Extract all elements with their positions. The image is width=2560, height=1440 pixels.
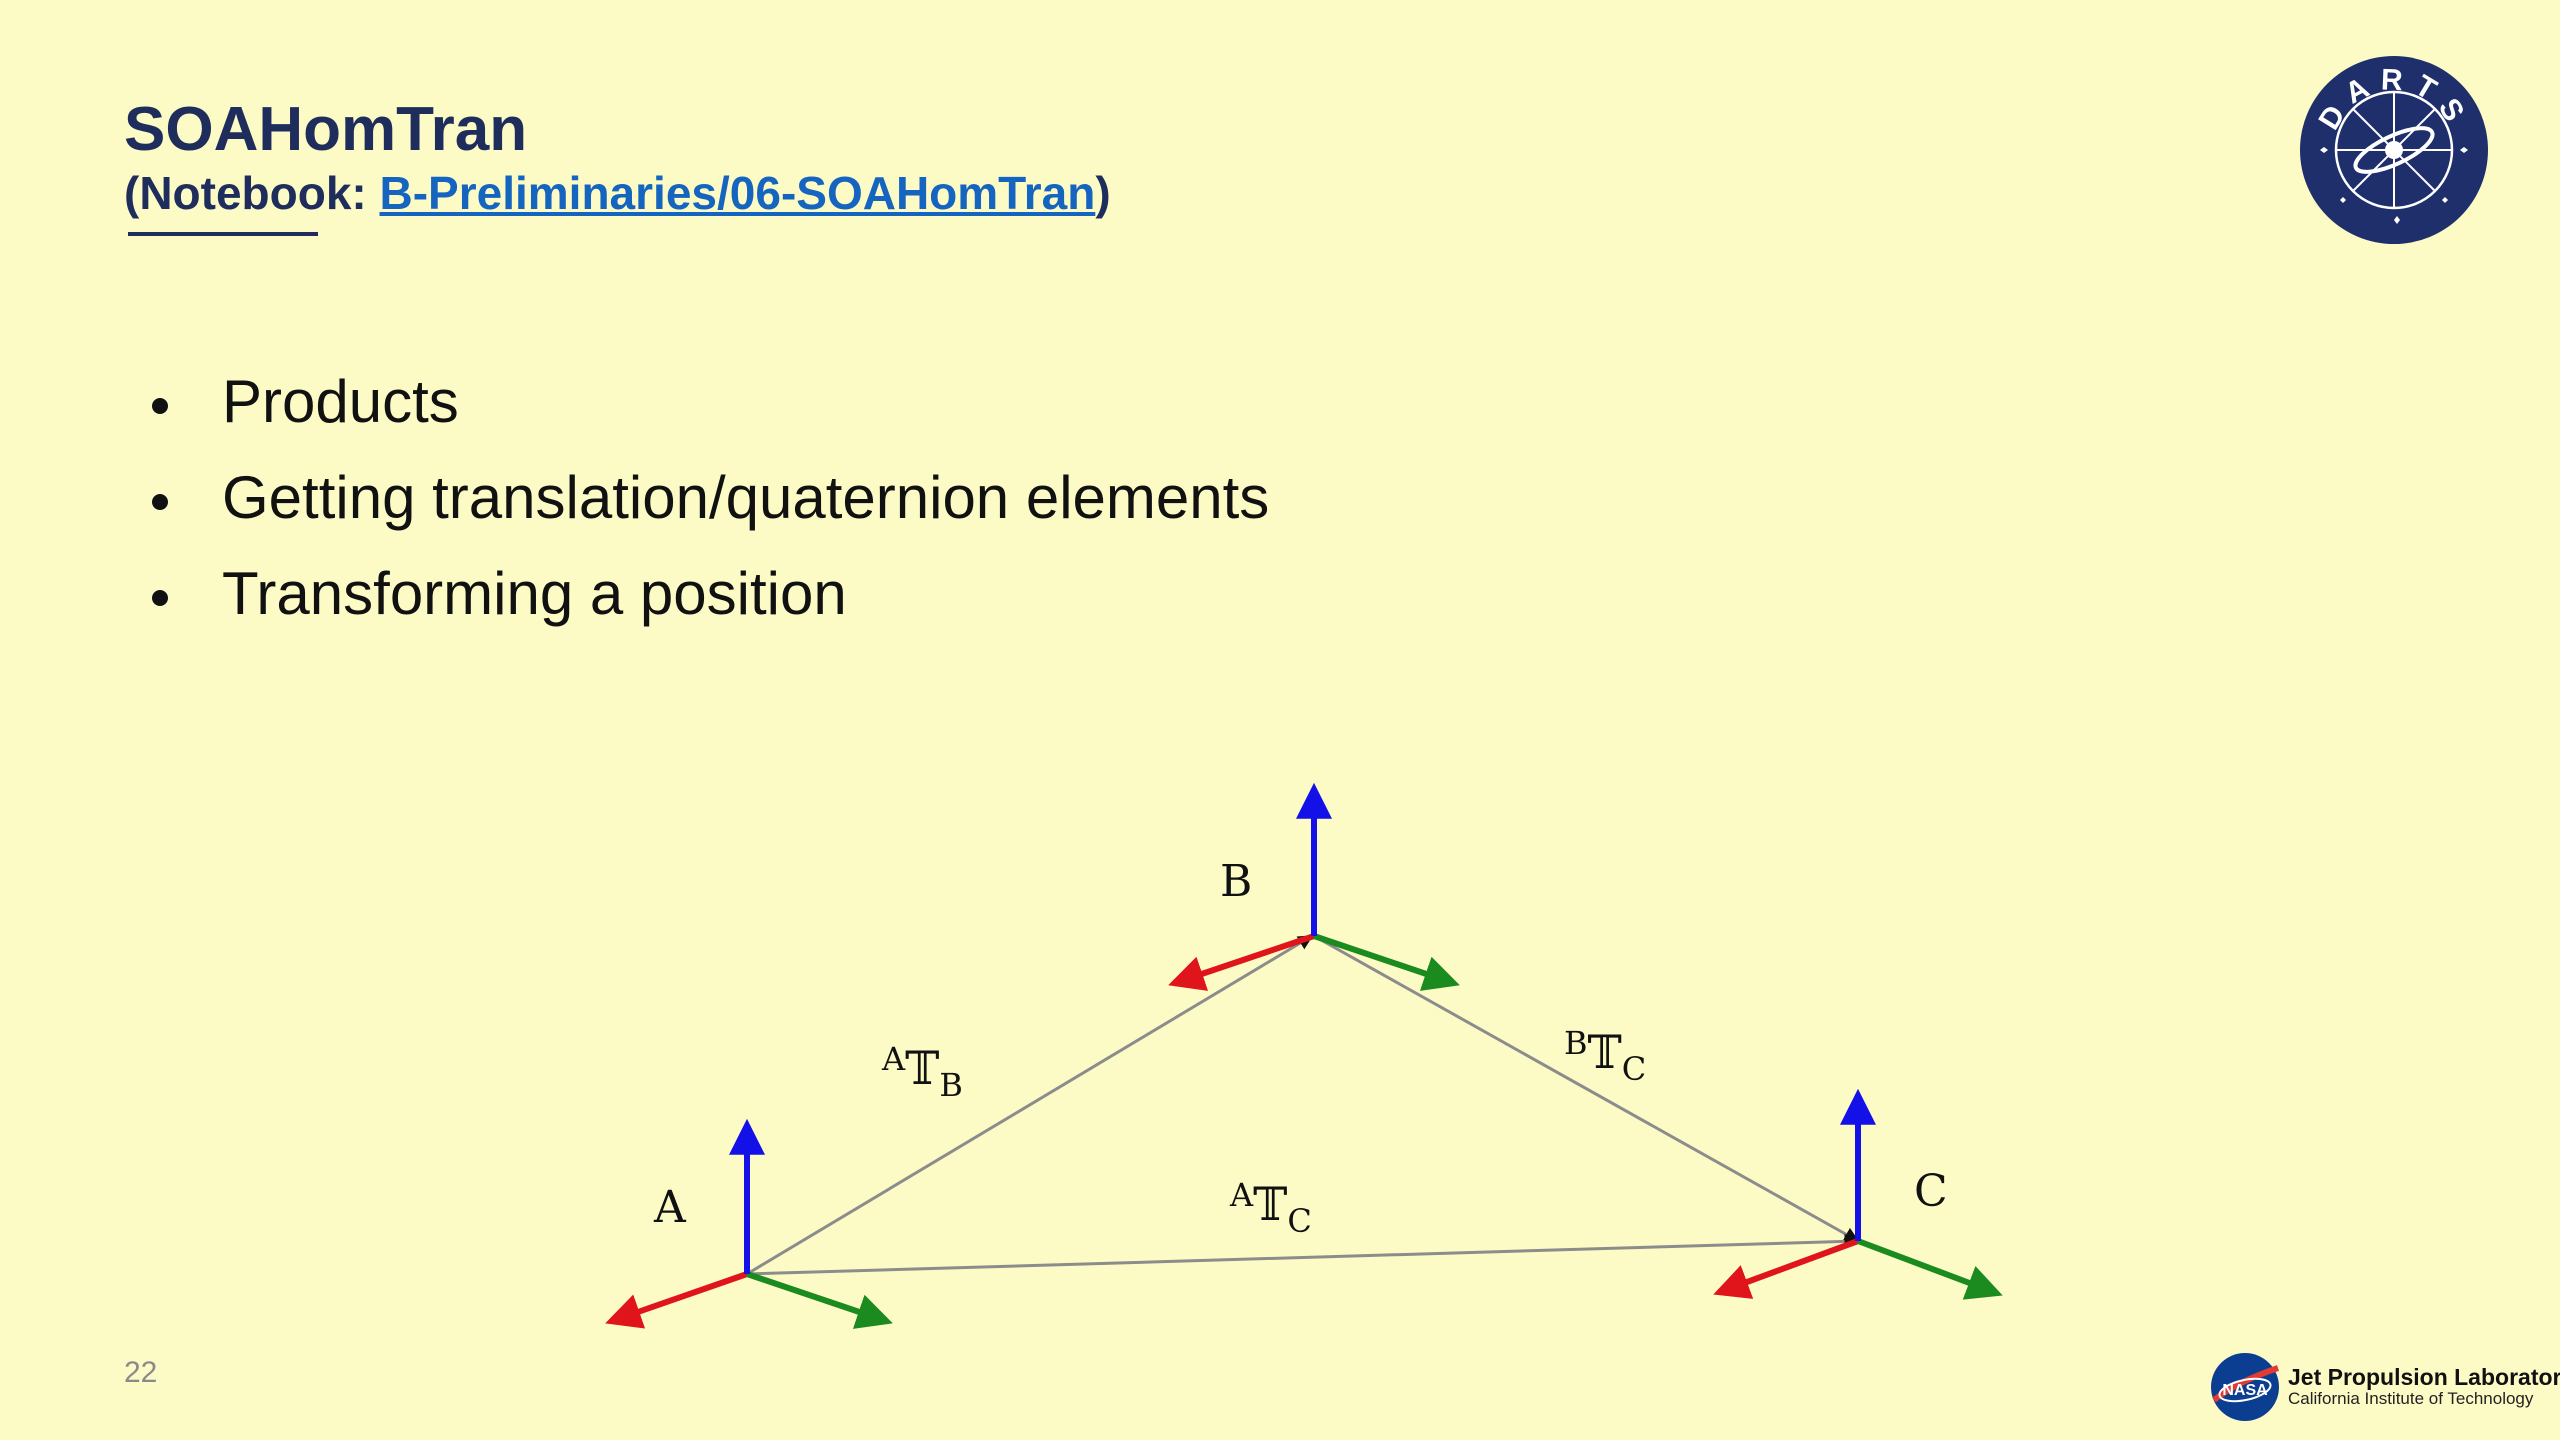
jpl-institute: California Institute of Technology [2288,1389,2534,1409]
edge-b-c [1313,934,1860,1243]
bullet-item: Products [140,354,1269,450]
frame-a-label: A [653,1182,687,1233]
frame-c-y-axis [1856,1238,2003,1300]
edge-a-c [746,1233,1860,1276]
page-number: 22 [124,1356,158,1389]
frame-a-axes [605,1118,893,1329]
bullet-item: Transforming a position [140,546,1269,642]
transform-ac-sup: A [1229,1176,1254,1214]
notebook-link[interactable]: B-Preliminaries/06-SOAHomTran [379,167,1096,219]
frame-c-axes [1713,1088,2003,1300]
frame-b-label: B [1220,856,1252,907]
frame-a-y-axis [746,1271,893,1329]
bullet-list: Products Getting translation/quaternion … [140,354,1269,642]
frame-c-label: C [1914,1166,1948,1217]
transform-ab-sub: B [939,1066,963,1104]
transform-ab-symbol: 𝕋 [905,1041,939,1095]
frame-c-x-axis [1713,1238,1860,1299]
transform-ac-symbol: 𝕋 [1253,1177,1287,1231]
transform-ac-sub: C [1287,1202,1311,1240]
transform-bc-sub: C [1622,1050,1646,1088]
edge-a-b [746,934,1314,1276]
bullet-item: Getting translation/quaternion elements [140,450,1269,546]
transform-bc-sup: B [1564,1024,1588,1062]
transform-ac-label: A𝕋C [1229,1176,1312,1240]
transform-ab-label: A𝕋B [881,1040,963,1104]
frame-a-x-axis [605,1271,748,1329]
page-title: SOAHomTran [124,95,528,164]
transform-ab-sup: A [881,1040,906,1078]
subtitle-close: ) [1095,167,1111,219]
title-underline [128,232,318,236]
darts-logo-icon: DARTS [2300,56,2488,244]
frame-b-x-axis [1168,933,1315,991]
transform-bc-symbol: 𝕋 [1588,1025,1622,1079]
subtitle-open: (Notebook: [124,167,380,219]
jpl-logo: NASA Jet Propulsion Laboratory Californi… [2208,1350,2560,1424]
nasa-meatball-icon: NASA [2211,1353,2279,1421]
frame-b-y-axis [1313,933,1460,991]
notebook-subtitle: (Notebook: B-Preliminaries/06-SOAHomTran… [124,168,1111,219]
nasa-logo-text: NASA [2222,1382,2268,1399]
frame-b-axes [1168,782,1460,991]
transform-bc-label: B𝕋C [1564,1024,1646,1088]
jpl-name: Jet Propulsion Laboratory [2288,1364,2560,1390]
